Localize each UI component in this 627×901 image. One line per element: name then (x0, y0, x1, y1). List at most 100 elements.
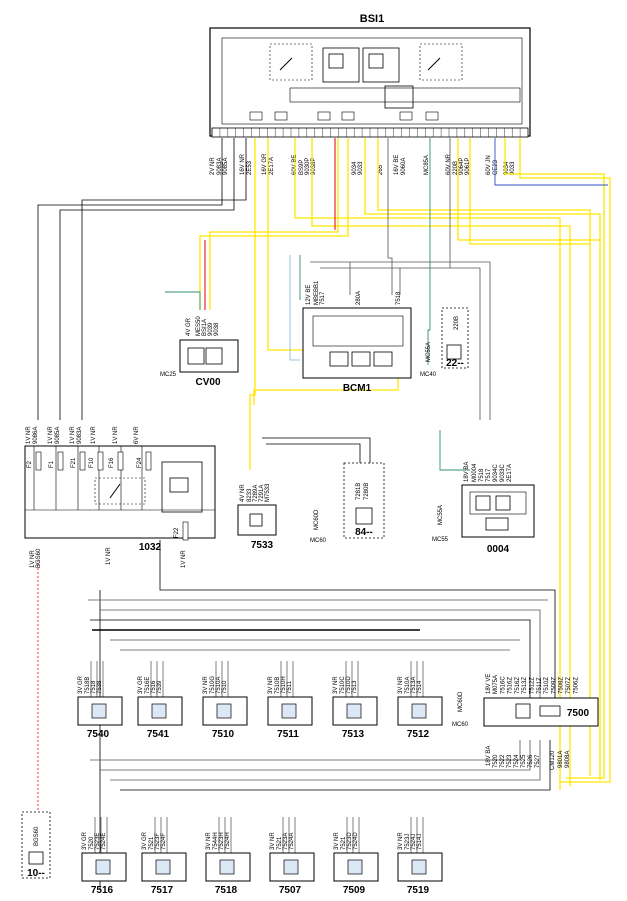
sensor-title: 7517 (151, 885, 174, 896)
bsi1-wire-label: 9033 (510, 161, 516, 175)
m1032-connector-label: 6V NR (134, 426, 140, 444)
m7500-connector-top: 18V VE (486, 674, 492, 694)
m1032-connector-label: 1V NR (113, 426, 119, 444)
sensor-pin-label: 7516E (145, 677, 151, 694)
m7533-pin-2: 7291A (259, 485, 265, 502)
sensor-icon (346, 703, 362, 719)
harness-lines (37, 138, 611, 890)
m7500-pin-label: 7520 (493, 754, 499, 768)
sensor-icon (216, 703, 232, 719)
m7500-pin-label: 7513Z (522, 677, 528, 694)
sensor-title: 7519 (407, 885, 430, 896)
sensor-title: 7507 (279, 885, 302, 896)
bsi1-connector-label: 16V NR (240, 153, 246, 175)
sensor-pin-label: 7524H (225, 832, 231, 850)
sensor-icon (91, 703, 107, 719)
m7500-pin-label: 7527 (535, 754, 541, 768)
cv00-pin-2: 9039 (208, 322, 214, 336)
m0004-ground: MC55 (432, 537, 449, 543)
sensor-pin-label: 7518 (91, 680, 97, 694)
sensor-pin-label: 7524D (353, 832, 359, 850)
fuse-label: F10 (89, 457, 95, 468)
cv00-ground: MC25 (160, 372, 177, 378)
bsi1-wire-label: 9083A (217, 158, 223, 175)
fuse-icon (145, 451, 152, 471)
sensor-pin-label: 7510G (210, 676, 216, 694)
m7500-pin-label: 7526 (528, 754, 534, 768)
cv00-pin-1: BSI1A (202, 319, 208, 336)
sensor-pin-label: 7521 (341, 836, 347, 850)
bsi1-module: BSI1 (209, 13, 531, 138)
m7500-ground: MC60 (452, 722, 469, 728)
bsi1-wire-label: 2E53 (247, 160, 253, 175)
fuse-label: F24 (137, 457, 143, 468)
m7500-pin-label: 7509Z (551, 677, 557, 694)
cv00-module: CV00 4V GR MES50 BSI1A 9039 9038 MC25 (160, 316, 239, 388)
bcm1-pin-0: MBEBB1 (314, 280, 320, 305)
sensor-icon (281, 703, 297, 719)
sensor-pin-label: 7510A (405, 677, 411, 694)
m7533-pin-1: 7289A (253, 485, 259, 502)
sensor-pin-label: 7511 (287, 680, 293, 694)
m7500-pin-label: 7522 (500, 754, 506, 768)
sensor-connector-label: 3V NR (203, 676, 209, 694)
m22-title: 22-- (446, 358, 464, 369)
bsi1-wire-label: 2E17A (269, 157, 275, 175)
sensor-connector-label: 3V GR (82, 831, 88, 850)
sensor-title: 7512 (407, 729, 430, 740)
bsi1-connector-label: 16V GR (262, 153, 268, 175)
m7500-pin-label: 7507Z (566, 677, 572, 694)
bsi1-wire-label: 9034 (352, 161, 358, 175)
sensor-pin-label: 7510 (222, 680, 228, 694)
m10-title: 10-- (27, 868, 45, 879)
m1032-bottom-mid: 1V NR (106, 547, 112, 565)
sensor-connector-label: 3V NR (333, 676, 339, 694)
m7500-connector-bottom: 18V BA (486, 746, 492, 766)
fuse-label: F22 (174, 527, 180, 538)
bsi1-wire-label: BS9P (299, 160, 305, 175)
m1032-bottom-right: 1V NR (181, 550, 187, 568)
sensor-icon (95, 859, 111, 875)
sensor-pin-label: 7523A (283, 833, 289, 850)
fuse-icon (79, 451, 86, 471)
bcm1-wire-0: 280A (356, 291, 362, 305)
bsi1-connector-label: 2V NR (210, 157, 216, 175)
sensor-pin-label: 7524J (411, 834, 417, 850)
sensor-title: 7509 (343, 885, 366, 896)
m1032-wire-label: 9085A (55, 427, 61, 444)
sensor-pin-label: 7524A (289, 833, 295, 850)
bsi1-wire-label: 9064P (459, 158, 465, 175)
m7500-pin-label: 7525 (521, 754, 527, 768)
sensor-pin-label: 7523F (155, 833, 161, 850)
sensor-connector-label: 3V NR (270, 832, 276, 850)
m22-ground-wire: MC55A (426, 342, 432, 362)
bsi1-wire-label: 265 (378, 164, 384, 175)
sensor-pin-label: 7510C (340, 676, 346, 694)
bsi1-wire-label: 220B (453, 161, 459, 175)
m7500-pin-label: 7516Z (515, 677, 521, 694)
m0004-pin-label: 7517 (486, 468, 492, 482)
m7533-pin-3: M7533 (265, 483, 271, 502)
sensor-connector-label: 3V NR (206, 832, 212, 850)
fuse-icon (57, 451, 64, 471)
bsi1-wire-label: 9061P (465, 158, 471, 175)
fuse-icon (117, 451, 124, 471)
sensor-pin-label: 7523E (95, 833, 101, 850)
